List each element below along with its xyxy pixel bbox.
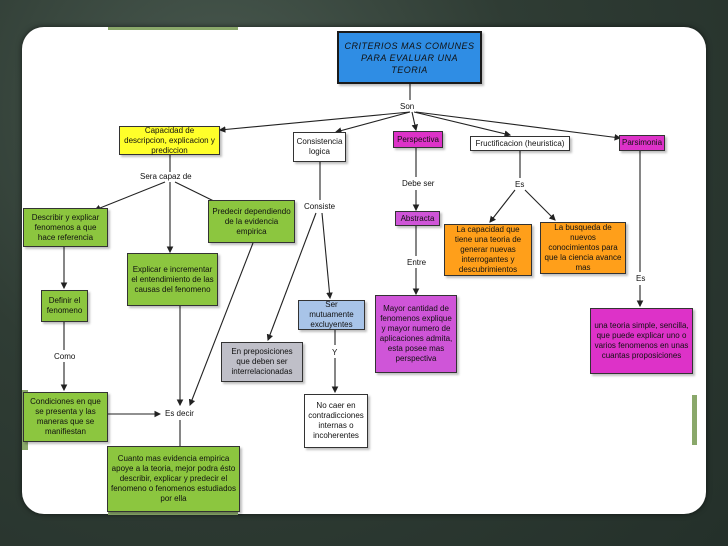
right-green-strip	[692, 395, 697, 445]
node-parsimonia: Parsimonia	[619, 135, 665, 151]
link-es-1: Es	[515, 180, 525, 189]
link-es-2: Es	[636, 274, 646, 283]
link-y: Y	[332, 348, 338, 357]
node-cuanto: Cuanto mas evidencia empirica apoye a la…	[107, 446, 240, 512]
node-perspectiva: Perspectiva	[393, 131, 443, 148]
node-mutuamente: Ser mutuamente excluyentes	[298, 300, 365, 330]
node-abstracta: Abstracta	[395, 211, 440, 226]
node-busqueda: La busqueda de nuevos conocimientos para…	[540, 222, 626, 274]
link-consiste: Consiste	[304, 202, 336, 211]
node-simple: una teoria simple, sencilla, que puede e…	[590, 308, 693, 374]
node-fructificacion: Fructificacion (heuristica)	[470, 136, 570, 151]
node-no-caer: No caer en contradicciones internas o in…	[304, 394, 368, 448]
link-sera-capaz: Sera capaz de	[140, 172, 192, 181]
node-definir: Definir el fenomeno	[41, 290, 88, 322]
node-consistencia: Consistencia logica	[293, 132, 346, 162]
link-es-decir: Es decir	[165, 409, 194, 418]
node-preposiciones: En preposiciones que deben ser interrela…	[221, 342, 303, 382]
node-condiciones: Condiciones en que se presenta y las man…	[23, 392, 108, 442]
top-green-strip	[108, 27, 238, 30]
link-como: Como	[54, 352, 76, 361]
bottom-green-strip	[108, 512, 238, 515]
node-mayor: Mayor cantidad de fenomenos explique y m…	[375, 295, 457, 373]
node-predecir: Predecir dependiendo de la evidencia emp…	[208, 200, 295, 243]
link-son: Son	[400, 102, 415, 111]
title-text: CRITERIOS MAS COMUNES PARA EVALUAR UNA T…	[344, 40, 475, 75]
link-entre: Entre	[407, 258, 427, 267]
node-describir: Describir y explicar fenomenos a que hac…	[23, 208, 108, 247]
link-debe-ser: Debe ser	[402, 179, 435, 188]
node-capacidad-nueva: La capacidad que tiene una teoria de gen…	[444, 224, 532, 276]
node-explicar: Explicar e incrementar el entendimiento …	[127, 253, 218, 306]
node-capacidad: Capacidad de descripcion, explicacion y …	[119, 126, 220, 155]
title-node: CRITERIOS MAS COMUNES PARA EVALUAR UNA T…	[337, 31, 482, 84]
